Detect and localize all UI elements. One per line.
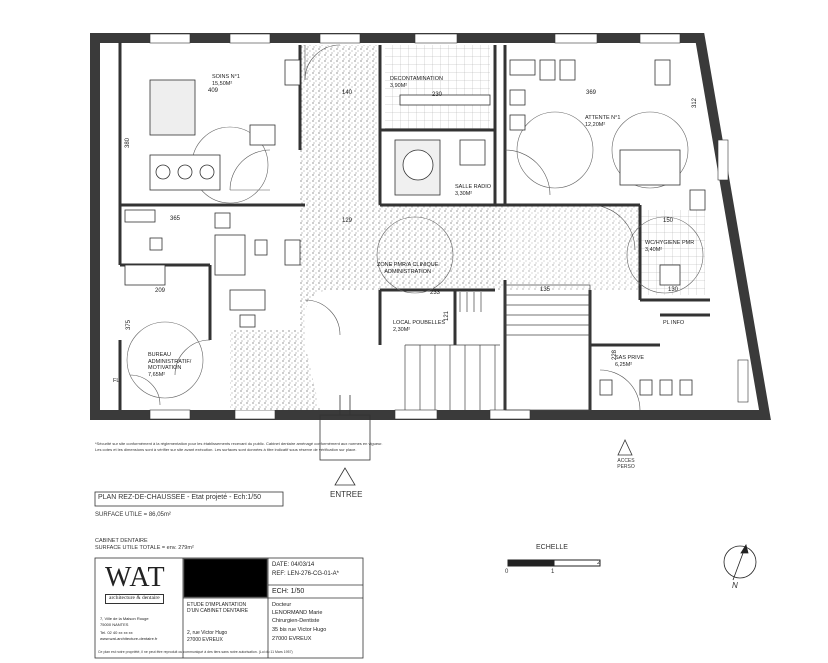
dim-228: 228 — [612, 349, 619, 361]
dim-230: 230 — [432, 92, 443, 98]
room-attente: ATTENTE N°1 12,20m² — [585, 115, 620, 128]
tb-date: DATE: 04/03/14 — [272, 562, 315, 568]
plan-title: PLAN REZ-DE-CHAUSSEE - Etat projeté - Ec… — [98, 494, 261, 501]
room-bureau-line2: ADMINISTRATIF/ — [148, 358, 192, 365]
addr-3: Tel. 02 40 xx xx xx — [100, 630, 133, 635]
dim-209: 209 — [155, 288, 166, 294]
dim-130: 130 — [668, 287, 679, 293]
room-attente-name: ATTENTE N°1 — [585, 115, 621, 121]
room-soins: SOINS N°1 15,50m² — [212, 74, 240, 87]
tb-footer: Ce plan est notre propriété, il ne peut … — [98, 650, 293, 654]
room-local-poubelles-area: 2,30m² — [393, 326, 411, 333]
logo: WAT — [105, 562, 166, 593]
dim-233: 233 — [430, 290, 441, 296]
dim-140: 140 — [342, 90, 353, 96]
entrance-ramp — [319, 395, 633, 486]
room-zone-pmr: ZONE PMR/A CLINIQUE ADMINISTRATION — [377, 262, 438, 275]
dim-375: 375 — [126, 319, 133, 331]
room-wc-area: 3,40m² — [645, 246, 663, 253]
dim-121: 121 — [444, 310, 451, 322]
staircase — [404, 284, 591, 411]
room-sas-prive: SAS PRIVE 6,25m² — [615, 355, 644, 368]
scale-bar — [507, 559, 601, 567]
tb-client-1: Docteur — [272, 602, 292, 608]
dim-312: 312 — [692, 97, 699, 109]
turning-circles — [126, 111, 704, 399]
room-sas-prive-name: SAS PRIVE — [615, 355, 645, 361]
circulation-areas — [230, 45, 640, 410]
addr-2: 75000 NANTES — [100, 622, 129, 627]
tb-etude-2: D'UN CABINET DENTAIRE — [187, 608, 249, 614]
room-pl-info: PL INFO — [663, 320, 685, 326]
scale-tick-0: 0 — [505, 569, 509, 575]
tb-etude-1: ETUDE D'IMPLANTATION — [187, 602, 247, 608]
north-label: N — [732, 581, 738, 590]
tb-loc-1: 2, rue Victor Hugo — [187, 630, 228, 636]
room-local-poubelles-name: LOCAL POUBELLES — [393, 320, 446, 326]
windows — [149, 33, 749, 420]
tb-client-5: 27000 EVREUX — [272, 636, 312, 642]
cabinet-line1: CABINET DENTAIRE — [95, 538, 148, 544]
tb-client-3: Chirurgien-Dentiste — [272, 618, 320, 624]
room-local-poubelles: LOCAL POUBELLES 2,30m² — [393, 320, 445, 333]
dim-369: 369 — [586, 90, 597, 96]
tiled-rooms — [385, 45, 705, 295]
dim-409: 409 — [208, 88, 219, 94]
dim-129: 129 — [342, 218, 353, 224]
room-zone-pmr-line1: ZONE PMR/A CLINIQUE — [377, 262, 439, 268]
note-line-2: Les cotes et les dimensions sont à vérif… — [95, 447, 357, 452]
title-block-frames — [94, 491, 364, 659]
room-bureau-line1: BUREAU — [148, 352, 171, 358]
interior-walls — [118, 42, 710, 410]
logo-sub: architecture & dentaire — [105, 594, 164, 604]
room-bureau-line3: MOTIVATION — [148, 365, 182, 371]
dim-135: 135 — [540, 287, 551, 293]
tb-ref: REF: LEN-276-CG-01-A* — [272, 571, 340, 577]
surface-utile: SURFACE UTILE = 86,05m² — [95, 512, 171, 518]
note-line-1: *Sécurité sur site conformément à la rég… — [95, 441, 383, 446]
cabinet-line2: SURFACE UTILE TOTALE = env. 279m² — [95, 545, 194, 551]
dim-365: 365 — [170, 216, 181, 222]
entree-label: ENTREE — [330, 490, 363, 499]
room-sas-prive-area: 6,25m² — [615, 361, 633, 368]
tb-client-4: 35 bis rue Victor Hugo — [272, 627, 327, 633]
room-salle-radio-name: SALLE RADIO — [455, 184, 492, 190]
echelle-label: ECHELLE — [536, 544, 568, 551]
tb-ech: ECH: 1/50 — [272, 588, 305, 595]
room-soins-name: SOINS N°1 — [212, 74, 240, 80]
room-decontamination-name: DECONTAMINATION — [390, 76, 443, 82]
scale-tick-1: 1 — [551, 569, 555, 575]
room-fl: FL — [113, 378, 120, 384]
room-bureau: BUREAU ADMINISTRATIF/ MOTIVATION 7,65m² — [148, 352, 191, 378]
door-swings — [129, 44, 641, 411]
dim-380: 380 — [125, 137, 132, 149]
outer-walls — [90, 33, 771, 420]
furniture — [124, 59, 706, 396]
room-salle-radio-area: 3,30m² — [455, 190, 473, 197]
room-zone-pmr-line2: ADMINISTRATION — [384, 268, 432, 275]
room-soins-area: 15,50m² — [212, 80, 233, 87]
dim-150: 150 — [663, 218, 674, 224]
room-wc: WC/HYGIENE PMR 3,40m² — [645, 240, 694, 253]
addr-1: 7, Ville de la Maison Rouge — [100, 616, 149, 621]
acces-perso-label: ACCES PERSO — [617, 458, 635, 470]
room-decontamination: DECONTAMINATION 3,90m² — [390, 76, 443, 89]
room-salle-radio: SALLE RADIO 3,30m² — [455, 184, 491, 197]
room-bureau-area: 7,65m² — [148, 371, 166, 378]
scale-tick-2: 2 — [597, 560, 601, 566]
tb-client-2: LENORMAND Marie — [272, 610, 323, 616]
tb-loc-2: 27000 EVREUX — [187, 637, 223, 643]
room-decontamination-area: 3,90m² — [390, 82, 408, 89]
north-arrow — [723, 543, 757, 581]
room-attente-area: 12,20m² — [585, 121, 606, 128]
room-wc-name: WC/HYGIENE PMR — [645, 240, 695, 246]
addr-4: www.wat-architecture-dentaire.fr — [100, 636, 158, 641]
